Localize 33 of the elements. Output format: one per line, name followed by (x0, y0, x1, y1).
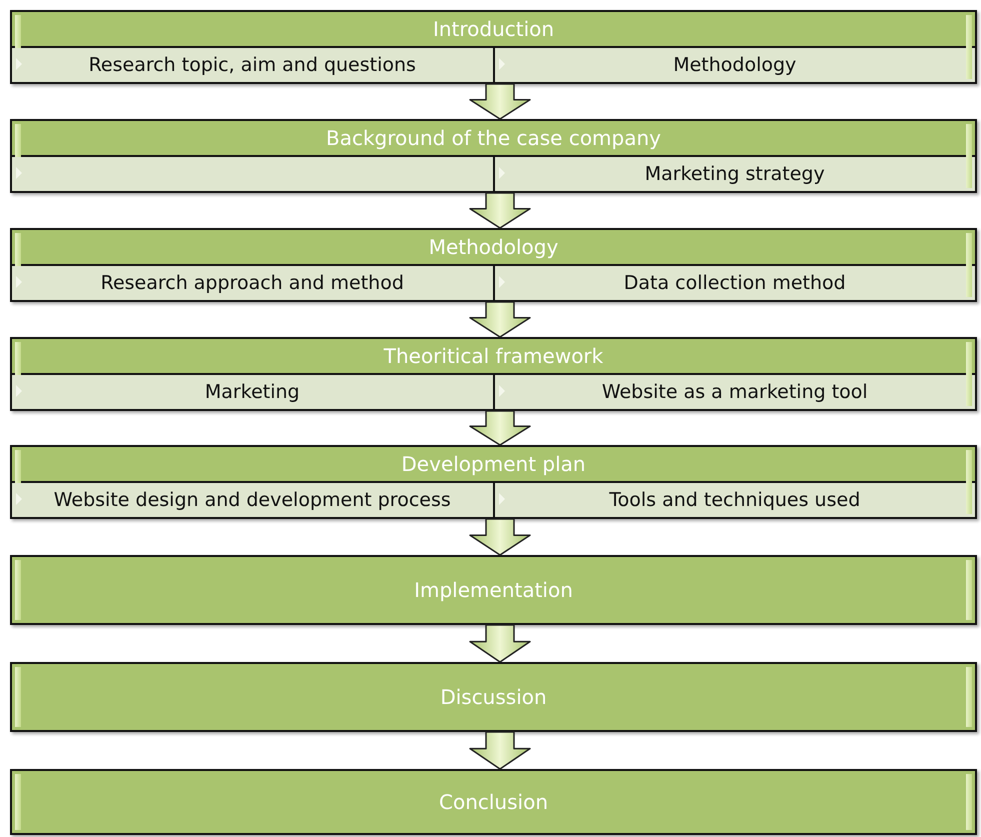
block-arrow (469, 192, 531, 229)
section-box (10, 662, 977, 732)
section-title: Implementation (414, 578, 573, 602)
section-box (10, 10, 977, 84)
block-arrow (469, 731, 531, 770)
block-arrow (469, 518, 531, 556)
section-title: Conclusion (439, 790, 548, 814)
section-box (10, 445, 977, 519)
section-box (10, 337, 977, 411)
section-title: Methodology (428, 234, 560, 261)
section-title: Discussion (440, 685, 547, 709)
subtopic-box: Marketing strategy (492, 157, 975, 191)
subtopic-box: Methodology (492, 48, 975, 82)
subtopic-box: Marketing (12, 375, 492, 409)
block-arrow (469, 624, 531, 663)
subtopic-box: Website as a marketing tool (492, 375, 975, 409)
block-arrow (469, 410, 531, 446)
block-arrow (469, 83, 531, 120)
subtopic-box: Research approach and method (12, 266, 492, 300)
section-title: Introduction (432, 16, 556, 43)
subtopic-box: Tools and techniques used (492, 483, 975, 517)
block-arrow (469, 301, 531, 338)
section-title: Theoritical framework (382, 343, 604, 370)
subtopic-box (12, 157, 492, 191)
section-box (10, 228, 977, 302)
subtopic-box: Data collection method (492, 266, 975, 300)
section-title: Background of the case company (325, 125, 662, 152)
subtopic-box: Website design and development process (12, 483, 492, 517)
subtopic-box: Research topic, aim and questions (12, 48, 492, 82)
section-title: Development plan (400, 451, 587, 478)
section-box (10, 555, 977, 625)
section-box (10, 769, 977, 835)
section-box (10, 119, 977, 193)
